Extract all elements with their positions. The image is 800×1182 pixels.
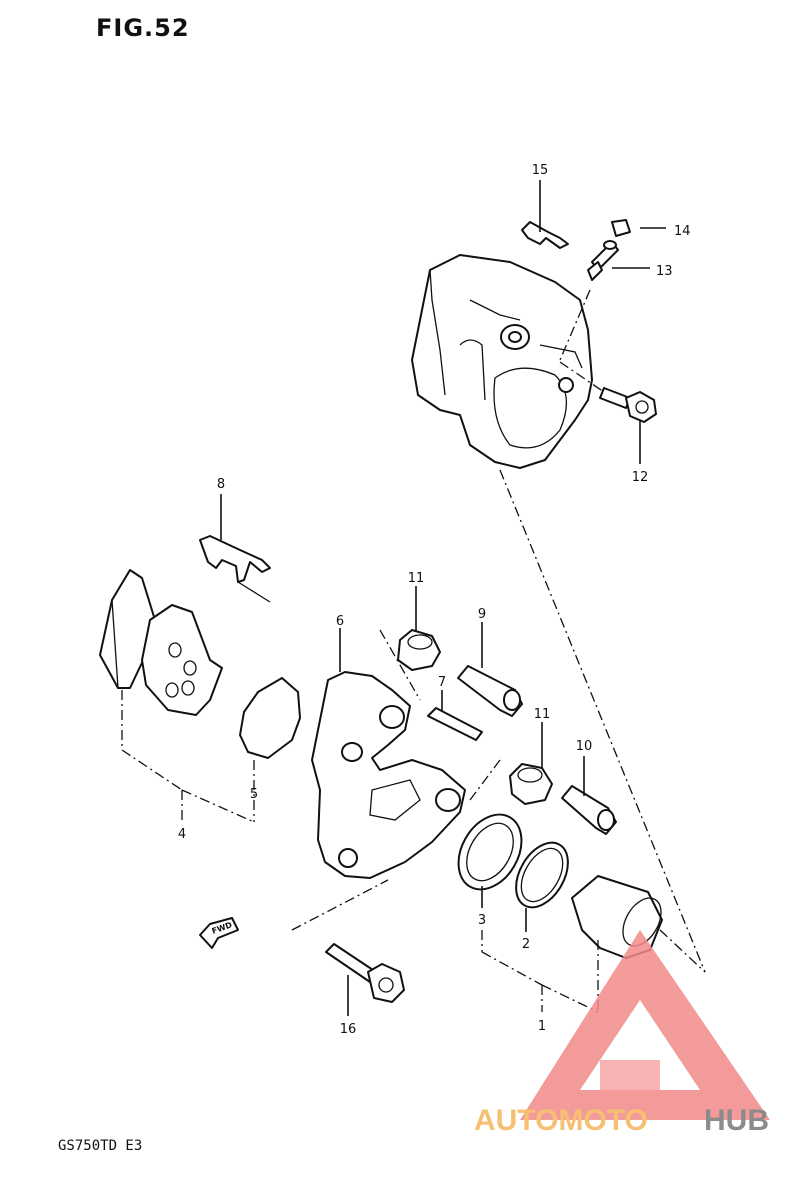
pad-spring-part-15	[521, 221, 569, 249]
caliper-bolt-part-12	[599, 387, 657, 423]
automotohub-watermark: AUTOMOTO HUB	[474, 930, 770, 1137]
part-number-5: 5	[250, 787, 258, 802]
pad-shim-part	[239, 677, 301, 759]
bleeder-cap-part	[611, 219, 631, 237]
leader-lines	[121, 180, 706, 1016]
part-number-9: 9	[478, 607, 486, 622]
part-number-14: 14	[674, 224, 691, 239]
part-number-11-lower: 11	[534, 707, 551, 722]
model-code: GS750TD E3	[58, 1138, 143, 1154]
holder-bolt-part	[325, 943, 405, 1003]
part-number-1: 1	[538, 1019, 546, 1034]
part-number-13: 13	[656, 264, 673, 279]
part-number-4: 4	[178, 827, 186, 842]
part-number-10: 10	[576, 739, 593, 754]
watermark-text-primary: AUTOMOTO	[474, 1104, 648, 1137]
part-number-2: 2	[522, 937, 530, 952]
caliper-body-part	[411, 254, 593, 469]
part-number-7: 7	[438, 675, 446, 690]
part-number-8: 8	[217, 477, 225, 492]
bleeder-valve-part	[587, 240, 619, 281]
watermark-text-secondary: HUB	[704, 1104, 769, 1137]
part-number-6: 6	[336, 614, 344, 629]
forward-direction-arrow: FWD	[199, 917, 239, 949]
pad-pin-part	[427, 707, 483, 741]
watermark-logo-triangle	[520, 930, 770, 1120]
caliper-holder-part	[311, 671, 466, 879]
part-number-11-upper: 11	[408, 571, 425, 586]
dust-seal-part	[457, 813, 523, 891]
figure-title: FIG.52	[96, 14, 190, 42]
piston-part	[571, 875, 663, 959]
slide-pin-part-10	[561, 785, 617, 835]
piston-seal-part	[515, 841, 569, 909]
slide-pin-boot-part-lower	[509, 763, 553, 805]
part-number-16: 16	[340, 1022, 357, 1037]
brake-pad-set-part	[99, 569, 223, 716]
part-number-labels: 15 14 13 12 8 6 11 9 7 11 10 5 4 3 2 1 1…	[178, 163, 691, 1037]
slide-pin-part-9	[457, 665, 523, 717]
part-number-15: 15	[532, 163, 549, 178]
part-number-12: 12	[632, 470, 649, 485]
pad-spring-part-8	[199, 535, 271, 603]
part-number-3: 3	[478, 913, 486, 928]
slide-pin-boot-part-upper	[397, 629, 441, 671]
